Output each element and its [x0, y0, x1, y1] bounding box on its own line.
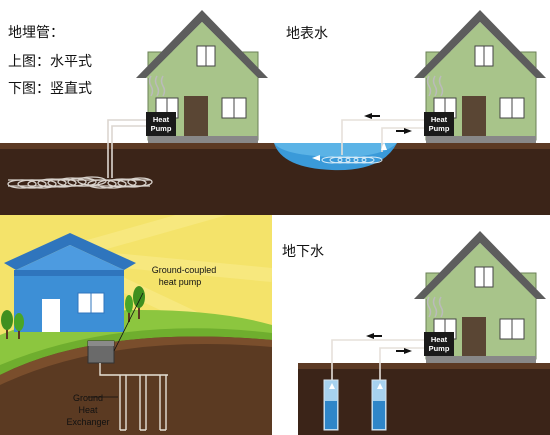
vertical-boreholes: [99, 363, 168, 431]
house: [4, 233, 136, 332]
trees: [1, 286, 145, 339]
flow-arrows: [364, 113, 412, 134]
supply-pipes: [107, 119, 146, 178]
surface-water-illustration: Heat Pump: [272, 10, 550, 215]
heading-line-bottom: 下图：竖直式: [8, 81, 92, 97]
heat-pump-box: [146, 112, 176, 136]
groundwater-illustration: Heat Pump: [298, 231, 550, 435]
exchanger-annotation-1: Ground: [73, 393, 103, 403]
flow-arrows: [366, 333, 412, 354]
earth-section: [0, 336, 272, 435]
heading-title: 地埋管：: [8, 25, 64, 41]
surface-water-title: 地表水: [286, 26, 328, 42]
heat-pump-label-2: Pump: [151, 124, 172, 133]
ground-coupled-heat-pump: [87, 340, 115, 364]
soil: [298, 363, 550, 435]
slinky-loops: [7, 176, 153, 189]
house: [136, 10, 268, 143]
vertical-loop-illustration: Ground-coupled heat pump Ground Heat Exc…: [0, 215, 272, 435]
supply-pipes: [331, 339, 424, 393]
heat-pump-annotation-2: heat pump: [159, 277, 202, 287]
exchanger-annotation-2: Heat: [78, 405, 98, 415]
heat-pump-label-1: Heat: [431, 335, 448, 344]
horizontal-loop-illustration: Heat Pump: [0, 10, 272, 215]
horizontal-loop-panel: Heat Pump 地埋管： 上图：水平式 下图：竖直式: [0, 0, 272, 215]
vertical-loop-panel: Ground-coupled heat pump Ground Heat Exc…: [0, 215, 272, 435]
heat-pump-box: [424, 112, 454, 136]
water-wells: [323, 379, 387, 431]
pond-loops: [321, 156, 383, 164]
heat-pump-annotation-1: Ground-coupled: [152, 265, 217, 275]
groundwater-title: 地下水: [282, 244, 324, 260]
heat-pump-label-1: Heat: [153, 115, 170, 124]
supply-pipes: [341, 119, 424, 155]
exchanger-annotation-3: Exchanger: [66, 417, 109, 427]
heat-pump-label-1: Heat: [431, 115, 448, 124]
groundwater-panel: Heat Pump 地下水: [272, 215, 550, 435]
heading-line-top: 上图：水平式: [8, 54, 92, 70]
surface-water-panel: Heat Pump 地表水: [272, 0, 550, 215]
house: [414, 10, 546, 143]
heat-pump-box: [424, 332, 454, 356]
heat-pump-label-2: Pump: [429, 124, 450, 133]
heat-pump-label-2: Pump: [429, 344, 450, 353]
